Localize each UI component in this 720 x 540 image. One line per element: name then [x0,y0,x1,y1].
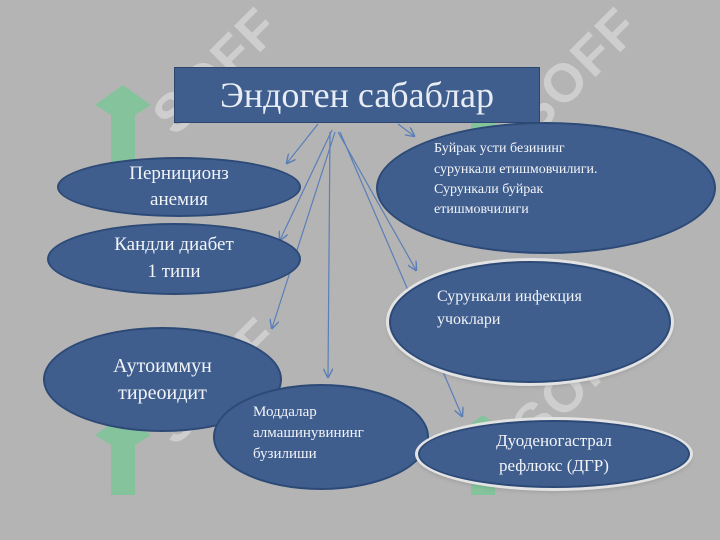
node-pernicious-anemia: Перниционз анемия [57,157,301,217]
node-metabolism-label: Моддалар алмашинувининг бузилиши [253,403,364,462]
arrow-to-metabolism [328,131,330,377]
node-thyroiditis-label: Аутоиммун тиреоидит [113,354,212,404]
node-adrenal-label: Буйрак усти безининг сурункали етишмовчи… [434,141,598,218]
arrow-to-infection [337,131,416,270]
arrow-to-pernicious [287,123,319,163]
node-infection: Сурункали инфекция учоклари [389,261,671,383]
node-reflux: Дуоденогастрал рефлюкс (ДГР) [418,420,690,488]
watermark-logo-icon [95,85,151,165]
arrow-to-adrenal [397,123,414,136]
node-reflux-label: Дуоденогастрал рефлюкс (ДГР) [496,431,612,475]
node-adrenal: Буйрак усти безининг сурункали етишмовчи… [376,122,716,254]
node-pernicious-anemia-label: Перниционз анемия [129,163,229,210]
diagram-title: Эндоген сабаблар [174,67,540,123]
arrow-to-thyroiditis [272,131,336,328]
node-infection-label: Сурункали инфекция учоклари [437,287,582,328]
node-diabetes: Кандли диабет 1 типи [47,223,301,295]
diagram-title-text: Эндоген сабаблар [220,75,494,115]
node-diabetes-label: Кандли диабет 1 типи [114,234,234,282]
arrow-to-diabetes [280,129,333,240]
watermark-logo-icon [95,415,151,495]
node-metabolism: Моддалар алмашинувининг бузилиши [213,384,429,490]
